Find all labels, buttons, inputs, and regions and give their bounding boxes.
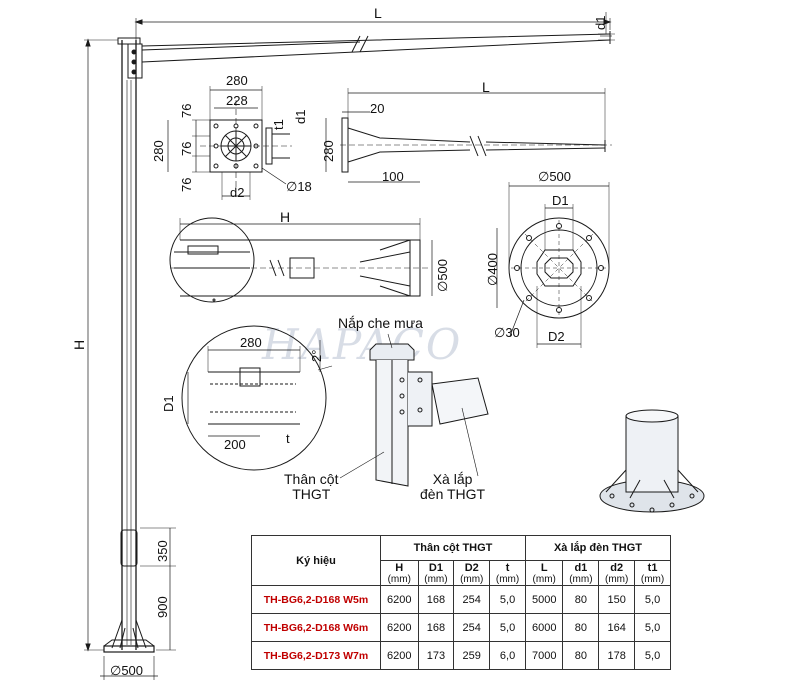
dim-detail-200: 200 xyxy=(224,437,246,452)
dim-circle-400: ∅400 xyxy=(485,252,500,286)
subheader-H: H(mm) xyxy=(380,560,419,586)
label-rain-cap: Nắp che mưa xyxy=(338,315,423,331)
dim-350: 350 xyxy=(155,540,170,562)
flange-side-view xyxy=(169,217,433,303)
dim-900: 900 xyxy=(155,596,170,618)
dim-flange-500: ∅500 xyxy=(435,258,450,292)
base-flange-circle xyxy=(496,182,610,348)
detail-circle xyxy=(181,325,333,471)
subheader-d2: d2(mm) xyxy=(598,560,636,586)
dim-circle-D2: D2 xyxy=(548,329,565,344)
base-3d xyxy=(599,409,705,513)
dim-base-500: ∅500 xyxy=(110,663,144,678)
dim-H-main: H xyxy=(71,339,87,350)
subheader-D1: D1(mm) xyxy=(417,560,455,586)
label-arm-bracket: Xà lắp đèn THGT xyxy=(420,471,486,502)
top-arm xyxy=(134,12,615,63)
spec-table: Ký hiệu Thân cột THGT Xà lắp đèn THGT H(… xyxy=(251,535,672,670)
dim-plate-t1: t1 xyxy=(271,119,286,130)
plate-view xyxy=(167,86,292,200)
dim-d1-top: d1 xyxy=(593,15,608,30)
dim-plate-280-top: 280 xyxy=(226,73,248,88)
dim-plate-d2: d2 xyxy=(230,185,245,200)
dim-circle-500: ∅500 xyxy=(538,169,572,184)
dim-circle-30: ∅30 xyxy=(494,325,520,340)
header-arm-group: Xà lắp đèn THGT xyxy=(524,535,672,561)
header-pole-group: Thân cột THGT xyxy=(380,535,526,561)
dim-plate-76a: 76 xyxy=(179,103,194,118)
subheader-D2: D2(mm) xyxy=(453,560,491,586)
subheader-L: L(mm) xyxy=(524,560,564,586)
dim-detail-280: 280 xyxy=(240,335,262,350)
dim-plate-76b: 76 xyxy=(179,141,194,156)
header-symbol: Ký hiệu xyxy=(251,535,381,586)
dim-L-top: L xyxy=(374,5,382,21)
arm-side-view xyxy=(325,88,612,183)
label-pole-body: Thân cột THGT xyxy=(284,471,339,502)
main-pole xyxy=(103,37,155,653)
dim-plate-228: 228 xyxy=(226,93,248,108)
dim-detail-D1: D1 xyxy=(161,395,176,412)
dim-arm-280: 280 xyxy=(321,140,336,162)
subheader-d1: d1(mm) xyxy=(562,560,600,586)
dim-detail-2deg: 2° xyxy=(309,349,324,362)
dim-flange-H: H xyxy=(280,209,291,225)
joint-isometric xyxy=(339,333,489,487)
dim-arm-20: 20 xyxy=(370,101,385,116)
dim-plate-hole: ∅18 xyxy=(286,179,312,194)
subheader-t: t(mm) xyxy=(489,560,526,586)
height-dimension xyxy=(84,38,176,680)
dim-plate-280-left: 280 xyxy=(151,140,166,162)
dim-detail-t: t xyxy=(286,431,290,446)
dim-plate-d1: d1 xyxy=(293,109,308,124)
subheader-t1: t1(mm) xyxy=(634,560,671,586)
dim-circle-D1: D1 xyxy=(552,193,569,208)
dim-plate-76c: 76 xyxy=(179,177,194,192)
dim-arm-L: L xyxy=(482,79,490,95)
watermark: HAPACO xyxy=(262,320,463,369)
dim-arm-100: 100 xyxy=(382,169,404,184)
